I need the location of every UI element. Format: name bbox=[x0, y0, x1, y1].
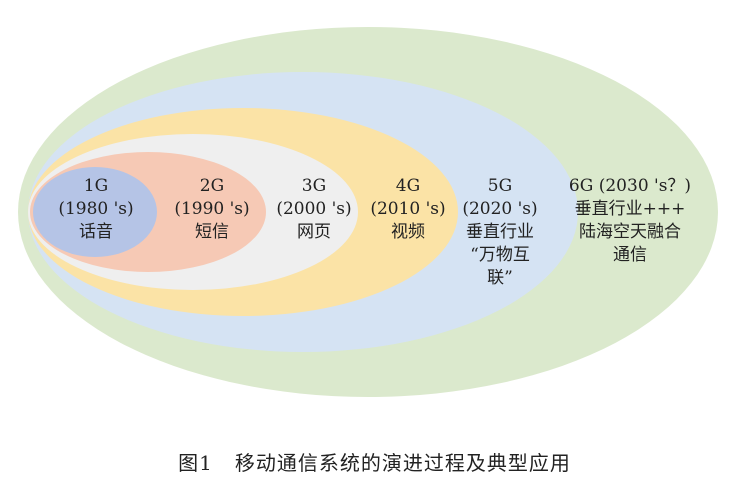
gen-era: (2000 's) bbox=[276, 199, 352, 219]
gen-app: 短信 bbox=[195, 222, 229, 242]
generations-diagram: 1G (1980 's) 话音 2G (1990 's) 短信 3G (2000… bbox=[18, 27, 718, 397]
gen-name: 4G bbox=[395, 176, 421, 196]
figure-caption: 图1 移动通信系统的演进过程及典型应用 bbox=[0, 447, 749, 476]
gen-name: 3G bbox=[301, 176, 327, 196]
label-3g: 3G (2000 's) 网页 bbox=[272, 175, 356, 244]
gen-app: “万物互 bbox=[470, 245, 530, 265]
gen-era: (2030 's？) bbox=[598, 176, 692, 196]
gen-era: (2010 's) bbox=[370, 199, 446, 219]
label-1g: 1G (1980 's) 话音 bbox=[58, 175, 134, 244]
gen-app: 视频 bbox=[391, 222, 425, 242]
nested-ellipses bbox=[18, 27, 718, 397]
label-2g: 2G (1990 's) 短信 bbox=[170, 175, 254, 244]
gen-name: 1G bbox=[83, 176, 109, 196]
figure-title: 移动通信系统的演进过程及典型应用 bbox=[234, 451, 571, 475]
gen-name: 2G bbox=[199, 176, 225, 196]
gen-app: 垂直行业+++ bbox=[574, 199, 686, 219]
figure-number: 图1 bbox=[178, 451, 213, 475]
gen-era: (1990 's) bbox=[174, 199, 250, 219]
gen-app: 话音 bbox=[79, 222, 113, 242]
gen-app: 网页 bbox=[297, 222, 331, 242]
gen-app: 联” bbox=[487, 268, 513, 288]
gen-app: 通信 bbox=[613, 245, 647, 265]
gen-era: (1980 's) bbox=[58, 199, 134, 219]
gen-name-era: 6G (2030 's？) bbox=[560, 175, 700, 198]
gen-app: 陆海空天融合 bbox=[579, 222, 681, 242]
label-6g: 6G (2030 's？) 垂直行业+++ 陆海空天融合 通信 bbox=[560, 175, 700, 267]
gen-name: 5G bbox=[487, 176, 513, 196]
ellipse-1g bbox=[33, 167, 157, 257]
gen-app: 垂直行业 bbox=[466, 222, 534, 242]
gen-era: (2020 's) bbox=[462, 199, 538, 219]
gen-name: 6G bbox=[568, 176, 594, 196]
label-4g: 4G (2010 's) 视频 bbox=[366, 175, 450, 244]
label-5g: 5G (2020 's) 垂直行业 “万物互 联” bbox=[452, 175, 548, 290]
